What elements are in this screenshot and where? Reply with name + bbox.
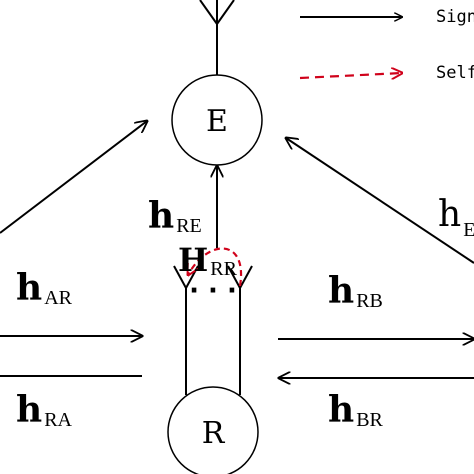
destination-to-eavesdropper-arrow xyxy=(286,138,474,264)
legend-self-arrow xyxy=(299,73,402,78)
legend-self-label: Self xyxy=(436,63,474,83)
eavesdropper-node: E xyxy=(171,74,263,166)
relay-antenna-right xyxy=(227,265,253,395)
legend-signal-label: Sign xyxy=(436,7,474,27)
antenna-ellipsis: · · · xyxy=(189,276,237,306)
eavesdropper-antenna xyxy=(199,0,235,80)
relay-label: R xyxy=(202,416,226,451)
self-interference-arrow xyxy=(188,247,243,287)
relay-node: R xyxy=(167,386,259,474)
eavesdropper-label: E xyxy=(206,104,228,139)
legend: Sign Self xyxy=(299,7,474,83)
source-to-eavesdropper-arrow xyxy=(0,121,147,234)
